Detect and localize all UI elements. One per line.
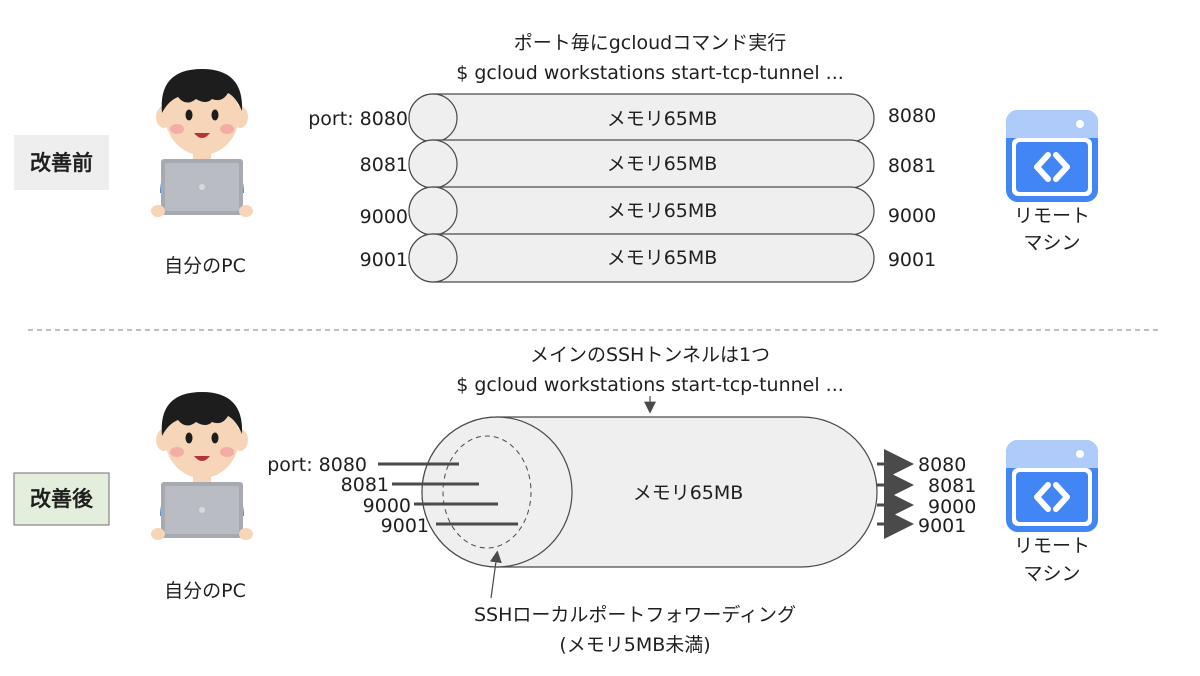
after-local-port: 8081 [341,474,389,496]
ssh-forwarding-label: SSHローカルポートフォワーディング [474,604,796,626]
after-remote-label-line2: マシン [1023,563,1080,585]
tunnel-end [408,139,458,189]
before-remote-port: 9001 [888,249,936,271]
ssh-forwarding-memory: (メモリ5MB未満) [559,634,710,656]
before-local-port: 9001 [360,249,408,271]
after-remote-label-line1: リモート [1014,535,1090,557]
before-badge [14,135,109,190]
after-memory: メモリ65MB [633,482,744,504]
after-remote-machine-icon [1006,440,1098,532]
before-local-port: 9000 [360,206,408,228]
before-command: $ gcloud workstations start-tcp-tunnel .… [456,62,844,84]
after-remote-port: 9000 [928,496,976,518]
before-tunnel: 9001 メモリ65MB 9001 [360,233,936,283]
before-remote-label-line2: マシン [1023,232,1080,254]
after-badge [13,472,110,526]
after-local-port: port: 8080 [267,454,367,476]
after-pc-label: 自分のPC [164,580,246,602]
port-forwarding-arrow [489,550,502,599]
before-remote-port: 9000 [888,205,936,227]
before-tunnel: port: 8080 メモリ65MB 8080 [308,93,936,143]
after-label: 改善後 [30,487,94,511]
before-label: 改善前 [30,151,93,175]
tunnel-end [408,186,458,236]
before-remote-label-line1: リモート [1014,205,1090,227]
before-local-port: port: 8080 [308,108,408,130]
after-local-port: 9000 [363,495,411,517]
before-memory: メモリ65MB [607,153,718,175]
before-remote-port: 8081 [888,155,936,177]
before-tunnel: 8081 メモリ65MB 8081 [360,139,936,189]
before-title-line1: ポート毎にgcloudコマンド実行 [514,32,787,54]
after-remote-port: 8080 [918,454,966,476]
tunnel-end [408,93,458,143]
before-section: 改善前 自分のPC ポート毎にgcloudコマンド実行 $ gcloud wor… [14,32,1098,283]
before-pc-label: 自分のPC [164,255,246,277]
before-memory: メモリ65MB [607,108,718,130]
after-local-port: 9001 [381,515,429,537]
after-title-line1: メインのSSHトンネルは1つ [530,344,770,366]
after-command: $ gcloud workstations start-tcp-tunnel .… [456,374,844,396]
after-section: 改善後 自分のPC メインのSSHトンネルは1つ $ gcloud workst… [13,344,1098,656]
after-remote-port: 9001 [918,515,966,537]
before-tunnel: 9000 メモリ65MB 9000 [360,186,936,236]
tunnel-end [408,233,458,283]
ssh-tunnel-end [421,416,573,568]
before-remote-machine-icon [1006,110,1098,202]
before-memory: メモリ65MB [607,247,718,269]
before-local-port: 8081 [360,154,408,176]
before-person-icon [151,69,253,217]
port-forwarding-boundary [442,435,532,549]
before-memory: メモリ65MB [607,200,718,222]
after-person-icon [151,392,253,540]
after-remote-port: 8081 [928,475,976,497]
before-remote-port: 8080 [888,105,936,127]
